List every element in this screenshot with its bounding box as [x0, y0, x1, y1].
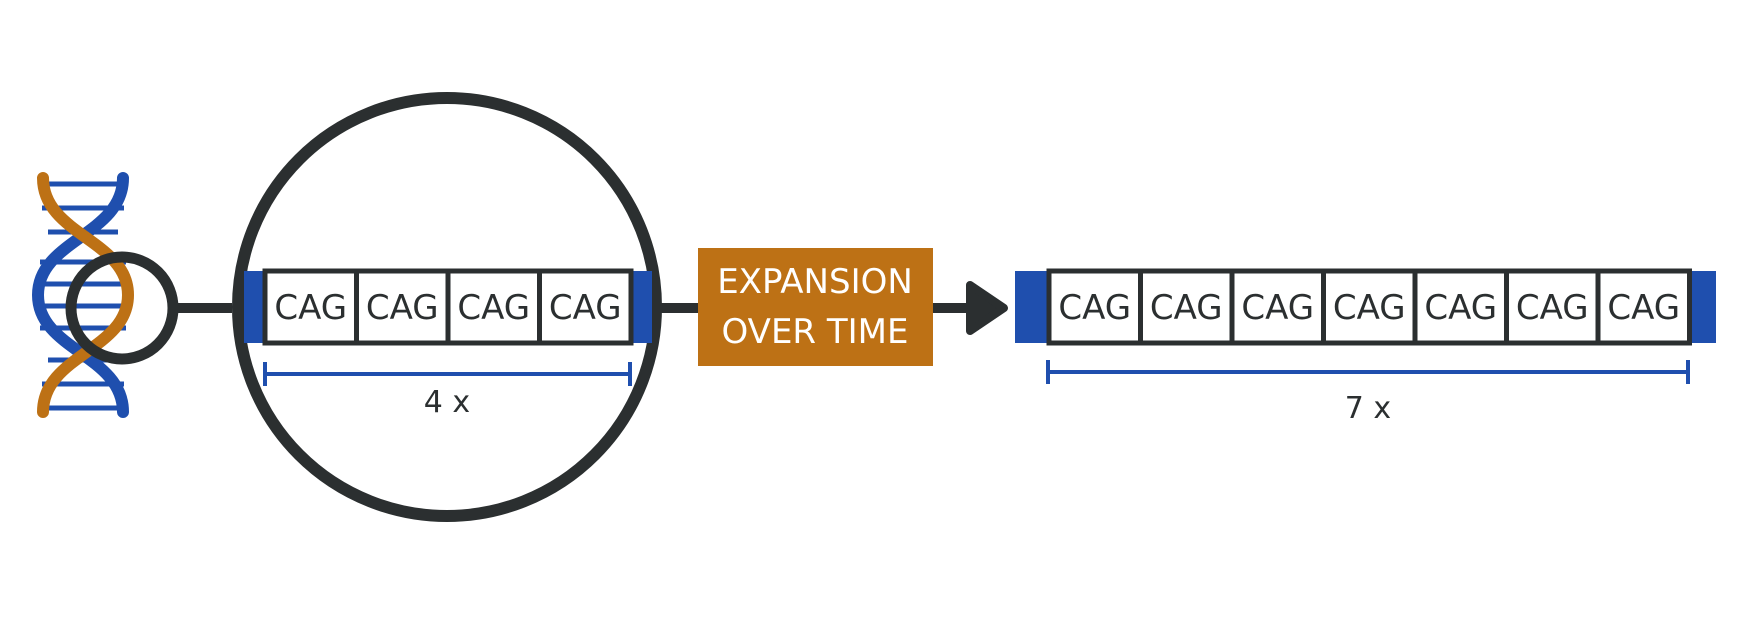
after-sequence: CAG CAG CAG CAG CAG CAG CAG 7 x	[1015, 268, 1716, 426]
before-flank-left	[244, 271, 266, 343]
after-repeat-box	[1412, 268, 1509, 346]
after-count-label: 7 x	[1345, 391, 1391, 426]
after-repeat-label: CAG	[1241, 288, 1314, 328]
before-sequence: CAG CAG CAG CAG 4 x	[244, 268, 652, 420]
before-count-label: 4 x	[424, 385, 470, 420]
process-label: EXPANSION OVER TIME	[698, 248, 933, 366]
process-label-line1: EXPANSION	[717, 262, 913, 302]
after-repeat-label: CAG	[1058, 288, 1131, 328]
after-flank-right	[1690, 271, 1716, 343]
magnifier-icon	[65, 251, 179, 365]
after-repeat-label: CAG	[1607, 288, 1680, 328]
after-repeat-label: CAG	[1516, 288, 1589, 328]
before-repeat-label: CAG	[274, 288, 347, 328]
after-repeat-box	[1046, 268, 1143, 346]
before-bracket	[263, 362, 632, 386]
dna-strand-blue	[31, 172, 129, 418]
dna-strand-orange	[37, 172, 135, 418]
after-repeat-label: CAG	[1150, 288, 1223, 328]
after-repeat-label: CAG	[1333, 288, 1406, 328]
before-repeat-label: CAG	[366, 288, 439, 328]
before-repeat-boxes: CAG CAG CAG CAG	[262, 268, 634, 346]
before-flank-right	[632, 271, 652, 343]
after-repeat-boxes: CAG CAG CAG CAG CAG CAG CAG	[1046, 268, 1692, 346]
after-repeat-box	[1229, 268, 1326, 346]
before-repeat-label: CAG	[457, 288, 530, 328]
after-flank-left	[1015, 271, 1049, 343]
after-repeat-label: CAG	[1424, 288, 1497, 328]
zoom-circle	[232, 92, 662, 522]
after-repeat-box	[1595, 268, 1692, 346]
after-repeat-box	[1504, 268, 1601, 346]
process-label-line2: OVER TIME	[722, 312, 909, 352]
before-repeat-box	[262, 268, 359, 346]
dna-helix-icon	[31, 172, 135, 418]
process-label-box	[698, 248, 933, 366]
after-repeat-box	[1321, 268, 1418, 346]
before-repeat-label: CAG	[549, 288, 622, 328]
after-bracket	[1046, 360, 1690, 384]
before-repeat-box	[537, 268, 634, 346]
arrow-right-icon	[933, 281, 1008, 335]
